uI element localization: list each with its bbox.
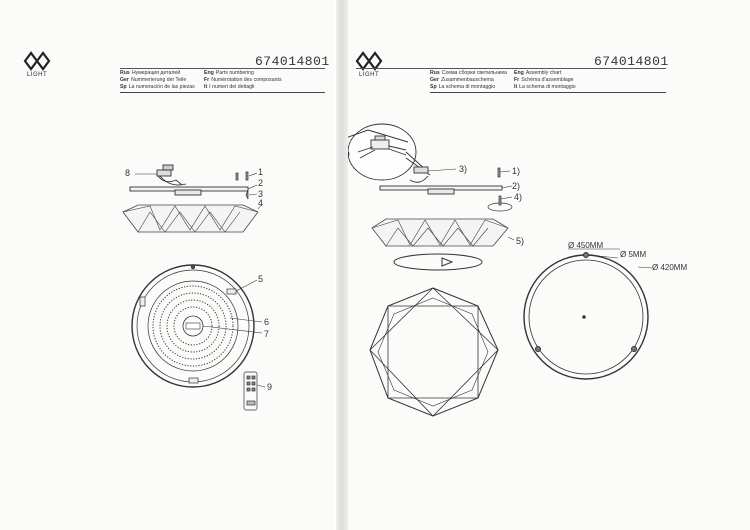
model-number: 674014801 (255, 54, 330, 69)
header-rule (120, 68, 325, 69)
callout-4: 4 (258, 198, 264, 208)
callout-5: 5 (258, 274, 264, 284)
callout-4: 4) (514, 192, 523, 202)
logo-text: LIGHT (27, 72, 48, 78)
parts-drawing (122, 164, 266, 411)
callout-6: 6 (264, 317, 270, 327)
screw-drawing (487, 167, 513, 212)
header-rule-bottom (430, 92, 666, 93)
callout-3: 3 (258, 189, 264, 199)
diffuser-side-drawing (371, 218, 515, 247)
wire-connector-drawing (135, 164, 187, 186)
mounting-ring-drawing (523, 248, 653, 380)
dimension-outer-diameter: Ø 450MM (568, 241, 604, 250)
wire-connector-drawing (409, 166, 457, 183)
screw-drawing (235, 171, 258, 200)
assembly-drawing (348, 123, 653, 417)
remote-control-drawing (243, 371, 266, 411)
model-number: 674014801 (594, 54, 669, 69)
callout-2: 2) (512, 181, 521, 191)
base-plate-drawing (379, 185, 513, 195)
dimension-hole-diameter: Ø 5MM (620, 250, 647, 259)
callout-7: 7 (264, 329, 270, 339)
diffuser-top-view-drawing (369, 287, 499, 417)
wiring-detail-drawing (348, 123, 431, 181)
brand-logo-icon (22, 50, 52, 84)
callout-9: 9 (267, 382, 273, 392)
callout-1: 1) (512, 166, 521, 176)
brand-logo-icon (354, 50, 384, 84)
callout-5: 5) (516, 236, 525, 246)
header-rule (356, 68, 666, 69)
dimension-inner-diameter: Ø 420MM (652, 263, 688, 272)
header-rule-bottom (120, 92, 325, 93)
base-plate-drawing (129, 184, 258, 196)
callout-3: 3) (459, 164, 468, 174)
logo-text: LIGHT (359, 72, 380, 78)
page-fold (336, 0, 348, 530)
callout-8: 8 (125, 168, 131, 178)
rotate-arrow-icon (393, 253, 483, 271)
callout-1: 1 (258, 167, 264, 177)
top-view-drawing (131, 264, 263, 388)
diffuser-side-drawing (122, 203, 263, 233)
callout-2: 2 (258, 178, 264, 188)
